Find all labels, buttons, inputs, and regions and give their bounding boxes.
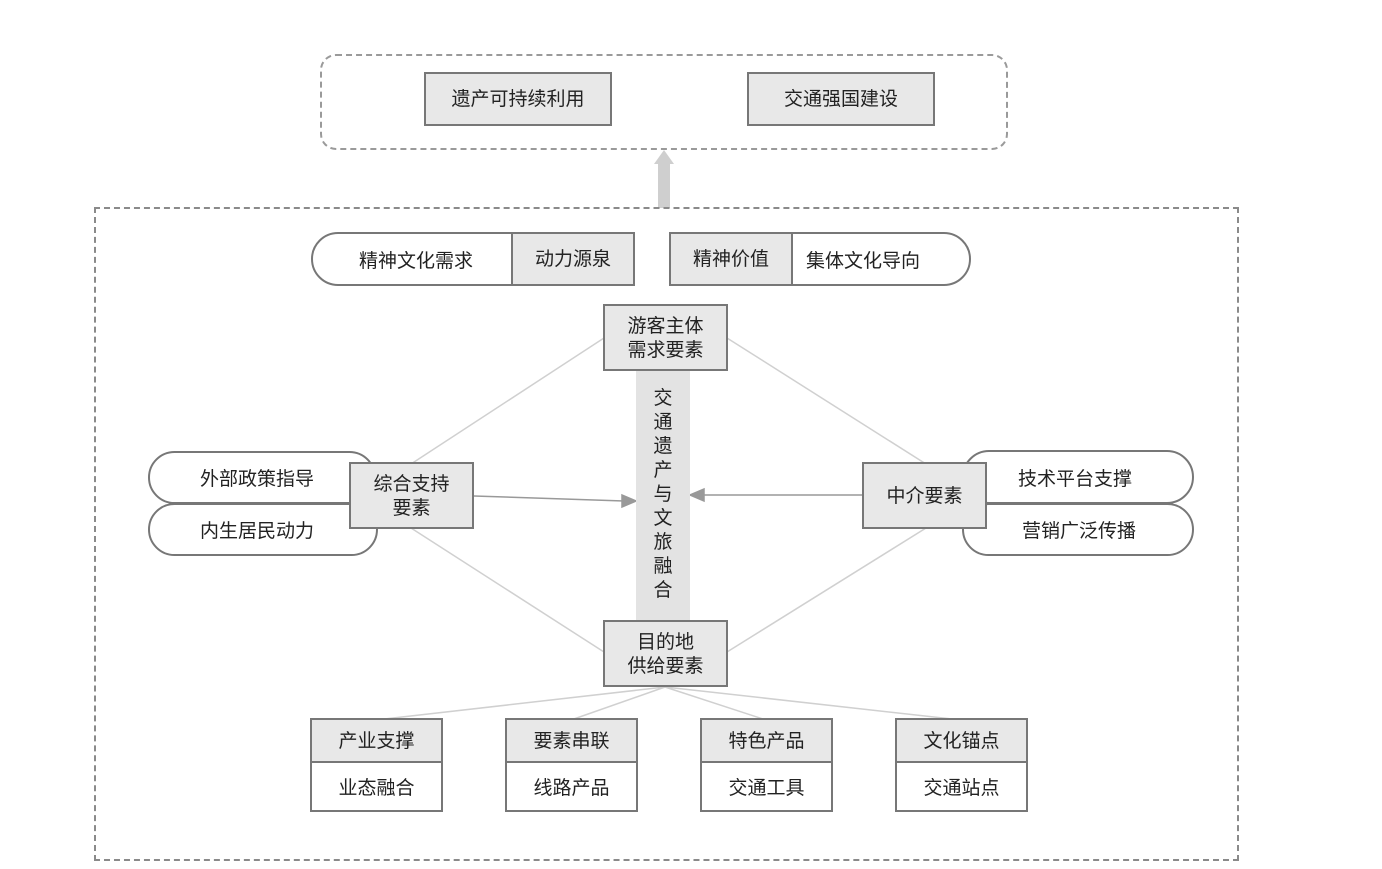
power-box: 动力源泉 [511,232,635,286]
goals-container [320,54,1008,150]
value-label: 精神价值 [692,248,769,270]
center-fusion-bar: 交 通 遗 产 与 文 旅 融 合 [636,368,690,620]
up-arrow-head [654,150,674,164]
group1-bottom-box: 业态融合 [310,761,443,812]
fusion-char: 文 [653,507,673,529]
group1-top-label: 产业支撑 [338,729,415,752]
fusion-char: 与 [653,483,673,505]
resident-pill: 内生居民动力 [148,503,378,556]
support-line-1: 综合支持 [373,472,450,495]
fusion-char: 通 [653,411,673,433]
goal-transport-power: 交通强国建设 [747,72,935,126]
marketing-pill: 营销广泛传播 [962,503,1194,556]
line-dest-to-group1 [375,686,666,721]
destination-supply-box: 目的地 供给要素 [603,620,728,687]
fusion-char: 产 [653,459,673,481]
support-line-2: 要素 [392,496,431,519]
orient-label: 集体文化导向 [806,249,921,272]
resident-label: 内生居民动力 [200,520,315,542]
group3-bottom-box: 交通工具 [700,761,833,812]
tech-label: 技术平台支撑 [1018,467,1133,490]
up-arrow-shaft [658,162,670,208]
need-label: 精神文化需求 [359,249,474,272]
value-box: 精神价值 [669,232,793,286]
group4-bottom-label: 交通站点 [923,777,1000,799]
goal-heritage-label: 遗产可持续利用 [451,88,585,110]
group3-top-label: 特色产品 [728,729,805,752]
group4-bottom-box: 交通站点 [895,761,1028,812]
line-dest-to-group3 [664,686,767,721]
power-label: 动力源泉 [534,248,611,270]
tourist-demand-box: 游客主体 需求要素 [603,304,728,371]
destination-line-2: 供给要素 [627,654,704,677]
group2-bottom-label: 线路产品 [533,777,610,799]
fusion-char: 遗 [653,435,673,457]
line-intermediary-to-destination [726,527,927,653]
destination-line-1: 目的地 [636,630,694,653]
intermediary-label: 中介要素 [886,484,963,507]
group4-top-label: 文化锚点 [923,729,1000,752]
fusion-char: 融 [653,555,673,577]
line-support-to-tourist [410,337,605,465]
group3-top-box: 特色产品 [700,718,833,763]
tech-pill: 技术平台支撑 [962,450,1194,504]
support-element-box: 综合支持 要素 [349,462,474,529]
goal-heritage-sustainable: 遗产可持续利用 [424,72,612,126]
group2-bottom-box: 线路产品 [505,761,638,812]
fusion-char: 合 [653,579,673,601]
policy-pill: 外部政策指导 [148,451,376,504]
group1-bottom-label: 业态融合 [338,777,415,799]
line-intermediary-to-tourist [726,337,927,465]
policy-label: 外部政策指导 [200,468,315,490]
arrow-support-to-center [473,495,625,502]
main-diagram-container [94,207,1239,861]
need-pill: 精神文化需求 [311,232,535,286]
group2-top-box: 要素串联 [505,718,638,763]
line-dest-to-group2 [570,686,666,721]
group4-top-box: 文化锚点 [895,718,1028,763]
arrowhead-intermediary [688,487,705,503]
intermediary-box: 中介要素 [862,462,987,529]
group3-bottom-label: 交通工具 [728,777,805,799]
group2-top-label: 要素串联 [533,729,610,752]
line-dest-to-group4 [664,686,962,721]
line-support-to-destination [410,527,605,653]
fusion-char: 旅 [653,531,673,553]
arrowhead-support [621,493,638,509]
orient-pill: 集体文化导向 [760,232,971,286]
marketing-label: 营销广泛传播 [1022,520,1137,542]
tourist-line-1: 游客主体 [627,314,704,337]
tourist-line-2: 需求要素 [627,338,704,361]
fusion-char: 交 [653,387,673,409]
group1-top-box: 产业支撑 [310,718,443,763]
goal-transport-label: 交通强国建设 [783,88,898,110]
